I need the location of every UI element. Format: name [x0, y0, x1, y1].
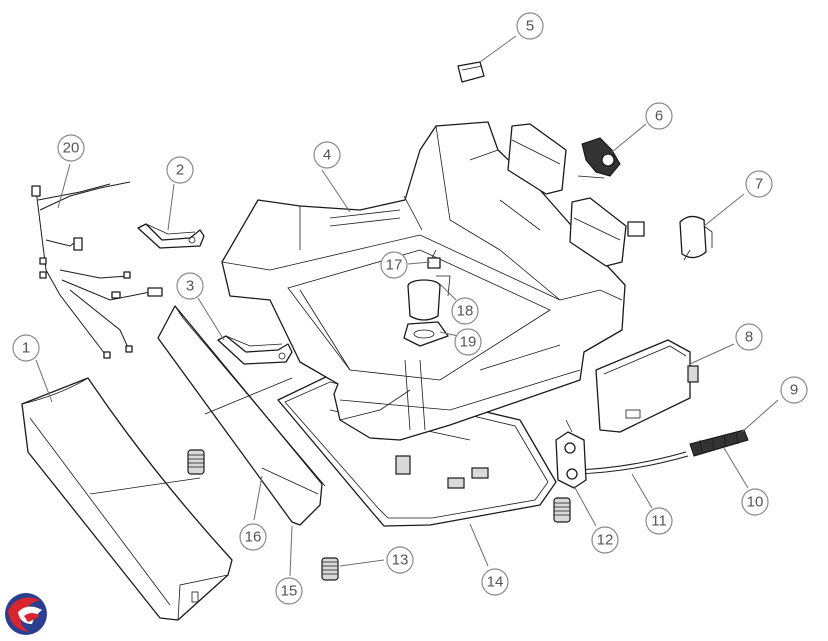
callout-7-label: 7 — [755, 176, 763, 193]
callout-12-label: 12 — [597, 532, 614, 549]
callout-4: 4 — [313, 141, 341, 169]
callout-13-label: 13 — [392, 552, 409, 569]
callout-6-label: 6 — [655, 108, 663, 125]
callout-19-label: 19 — [460, 334, 477, 351]
callout-6: 6 — [645, 102, 673, 130]
callout-15-label: 15 — [281, 583, 298, 600]
callout-8-label: 8 — [745, 329, 753, 346]
brand-swirl-logo-icon — [5, 593, 47, 635]
callout-17-label: 17 — [386, 257, 403, 274]
filter-box-upper — [507, 123, 567, 195]
callout-20: 20 — [57, 134, 85, 162]
callout-5-label: 5 — [526, 18, 534, 35]
callout-3-label: 3 — [186, 278, 194, 295]
part-17-clip — [427, 249, 441, 269]
callout-9: 9 — [780, 376, 808, 404]
callout-10: 10 — [741, 488, 769, 516]
part-11-drain-hose — [575, 451, 689, 475]
part-19-sump-base — [403, 321, 449, 347]
part-20-wiring-harness — [31, 181, 163, 359]
part-5-block — [457, 61, 485, 83]
part-15-16-side-panel — [157, 305, 326, 526]
levelling-foot-right — [553, 497, 571, 523]
part-13-levelling-foot — [321, 557, 339, 581]
part-2-bracket — [137, 223, 205, 249]
callout-18-label: 18 — [457, 303, 474, 320]
callout-10-label: 10 — [747, 494, 764, 511]
callout-12: 12 — [591, 526, 619, 554]
callout-17: 17 — [380, 251, 408, 279]
callout-4-label: 4 — [323, 147, 331, 164]
callout-16: 16 — [239, 523, 267, 551]
callout-2: 2 — [166, 156, 194, 184]
callout-18: 18 — [451, 297, 479, 325]
callout-8: 8 — [735, 323, 763, 351]
part-8-control-board — [595, 339, 699, 433]
part-18-sump-housing — [407, 275, 451, 321]
leader-lines — [35, 35, 779, 577]
callout-20-label: 20 — [63, 140, 80, 157]
part-3-bracket — [217, 335, 293, 365]
callout-14: 14 — [481, 568, 509, 596]
callout-1: 1 — [12, 334, 40, 362]
callout-19: 19 — [454, 328, 482, 356]
callout-13: 13 — [386, 546, 414, 574]
callout-15: 15 — [275, 577, 303, 605]
levelling-foot-left — [187, 449, 205, 475]
part-10-drain-pump — [689, 429, 749, 457]
callout-11-label: 11 — [651, 513, 667, 530]
callout-7: 7 — [745, 170, 773, 198]
callout-14-label: 14 — [487, 574, 504, 591]
callout-9-label: 9 — [790, 382, 798, 399]
callout-16-label: 16 — [245, 529, 262, 546]
callout-2-label: 2 — [176, 162, 184, 179]
callout-5: 5 — [516, 12, 544, 40]
callout-11: 11 — [645, 507, 673, 535]
callout-3: 3 — [176, 272, 204, 300]
part-1-kickplate — [21, 377, 233, 621]
callout-1-label: 1 — [22, 340, 30, 357]
part-7-flow-meter — [679, 215, 713, 261]
part-12-circulation-pump — [555, 419, 587, 489]
part-6-inlet-valve — [577, 137, 621, 179]
filter-box-lower — [569, 197, 645, 267]
